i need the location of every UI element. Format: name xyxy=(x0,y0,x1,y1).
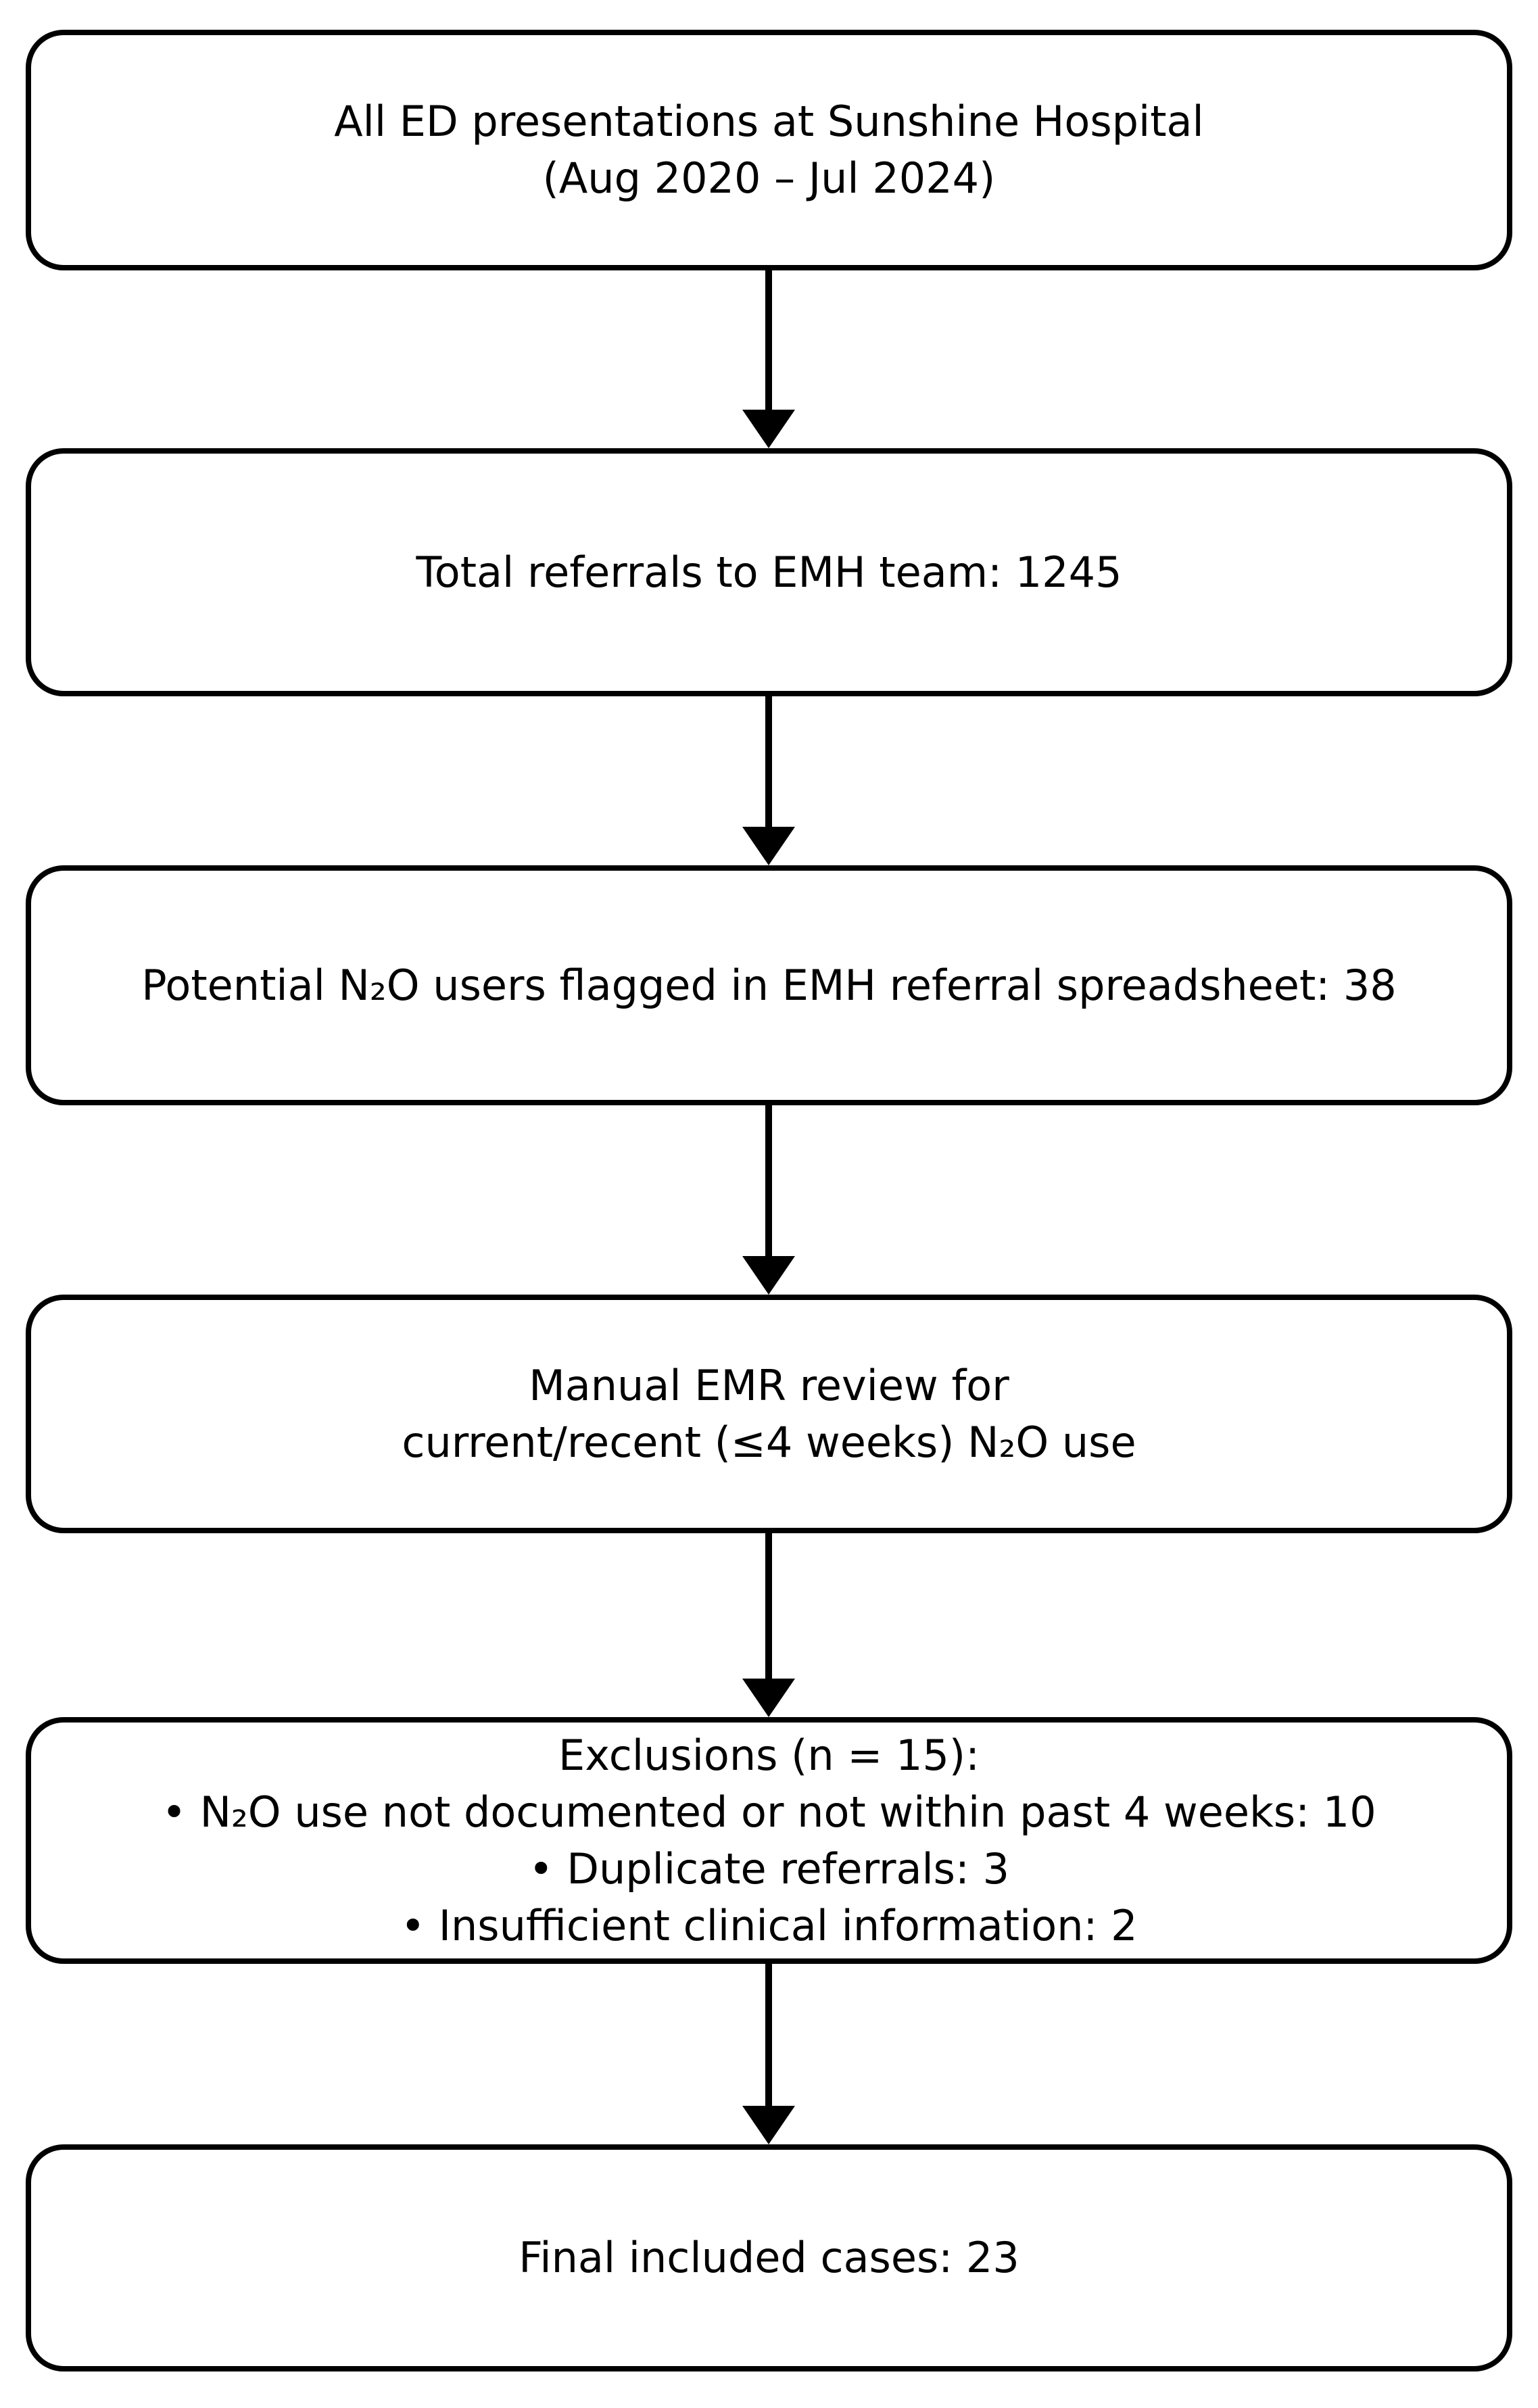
flow-arrow-head-icon xyxy=(742,827,795,865)
box-text-line: Exclusions (n = 15): xyxy=(558,1730,980,1780)
flow-arrow-head-icon xyxy=(742,2106,795,2144)
flow-arrow-head-icon xyxy=(742,1256,795,1295)
flow-box-flagged-users: Potential N₂O users flagged in EMH refer… xyxy=(26,865,1512,1105)
flow-box-exclusions: Exclusions (n = 15): • N₂O use not docum… xyxy=(26,1717,1512,1964)
box-text-line: Final included cases: 23 xyxy=(519,2233,1019,2282)
flow-arrow-shaft xyxy=(765,1964,772,2106)
flow-box-total-referrals: Total referrals to EMH team: 1245 xyxy=(26,448,1512,696)
box-text-line: • N₂O use not documented or not within p… xyxy=(162,1787,1376,1837)
flow-box-ed-presentations: All ED presentations at Sunshine Hospita… xyxy=(26,30,1512,270)
box-text-line: All ED presentations at Sunshine Hospita… xyxy=(334,97,1204,146)
flow-arrow-head-icon xyxy=(742,410,795,448)
box-text-line: • Duplicate referrals: 3 xyxy=(528,1844,1010,1894)
box-text-line: Manual EMR review for xyxy=(529,1360,1009,1410)
box-text-line: Total referrals to EMH team: 1245 xyxy=(416,547,1122,597)
flow-arrow-shaft xyxy=(765,696,772,827)
box-text-line: (Aug 2020 – Jul 2024) xyxy=(542,153,996,203)
flow-box-emr-review: Manual EMR review for current/recent (≤4… xyxy=(26,1295,1512,1533)
flow-box-final-cases: Final included cases: 23 xyxy=(26,2144,1512,2371)
box-text-line: Potential N₂O users flagged in EMH refer… xyxy=(141,960,1397,1010)
flow-arrow-shaft xyxy=(765,270,772,410)
flow-arrow-shaft xyxy=(765,1533,772,1679)
box-text-line: current/recent (≤4 weeks) N₂O use xyxy=(402,1417,1136,1467)
flow-arrow-shaft xyxy=(765,1105,772,1256)
box-text-line: • Insufficient clinical information: 2 xyxy=(400,1900,1138,1950)
flow-arrow-head-icon xyxy=(742,1679,795,1717)
